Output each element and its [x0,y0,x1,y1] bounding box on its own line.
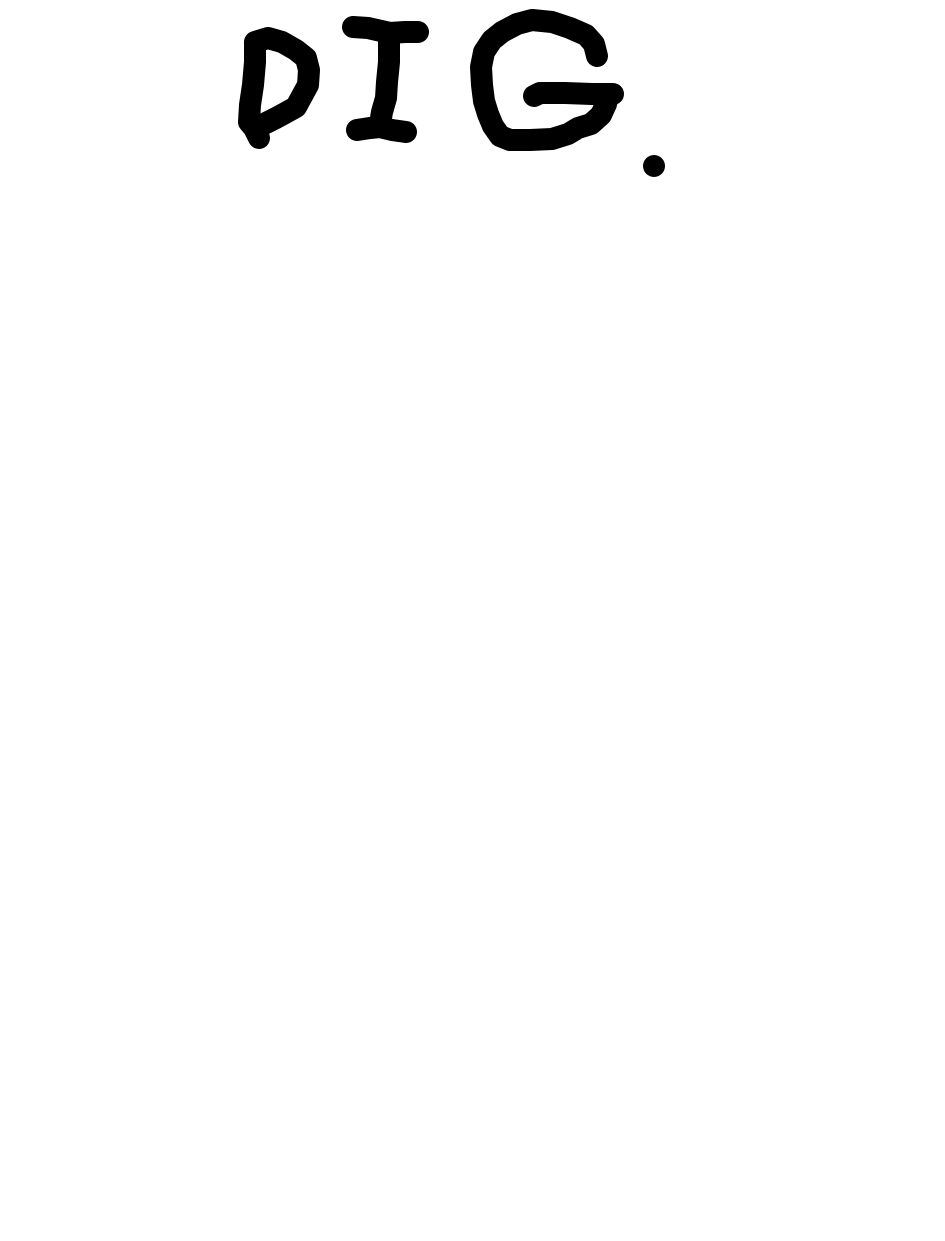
letter-i [342,16,429,143]
letter-i-stem [369,23,400,135]
letter-i-bottom-bar [346,116,417,143]
letter-g-crossbar [523,82,624,107]
letter-d-stroke [238,27,320,149]
period-dot [643,155,665,177]
letter-d [238,27,320,149]
letter-g-curve [470,9,619,151]
period-dot-mark [643,155,665,177]
letter-g [470,9,624,151]
